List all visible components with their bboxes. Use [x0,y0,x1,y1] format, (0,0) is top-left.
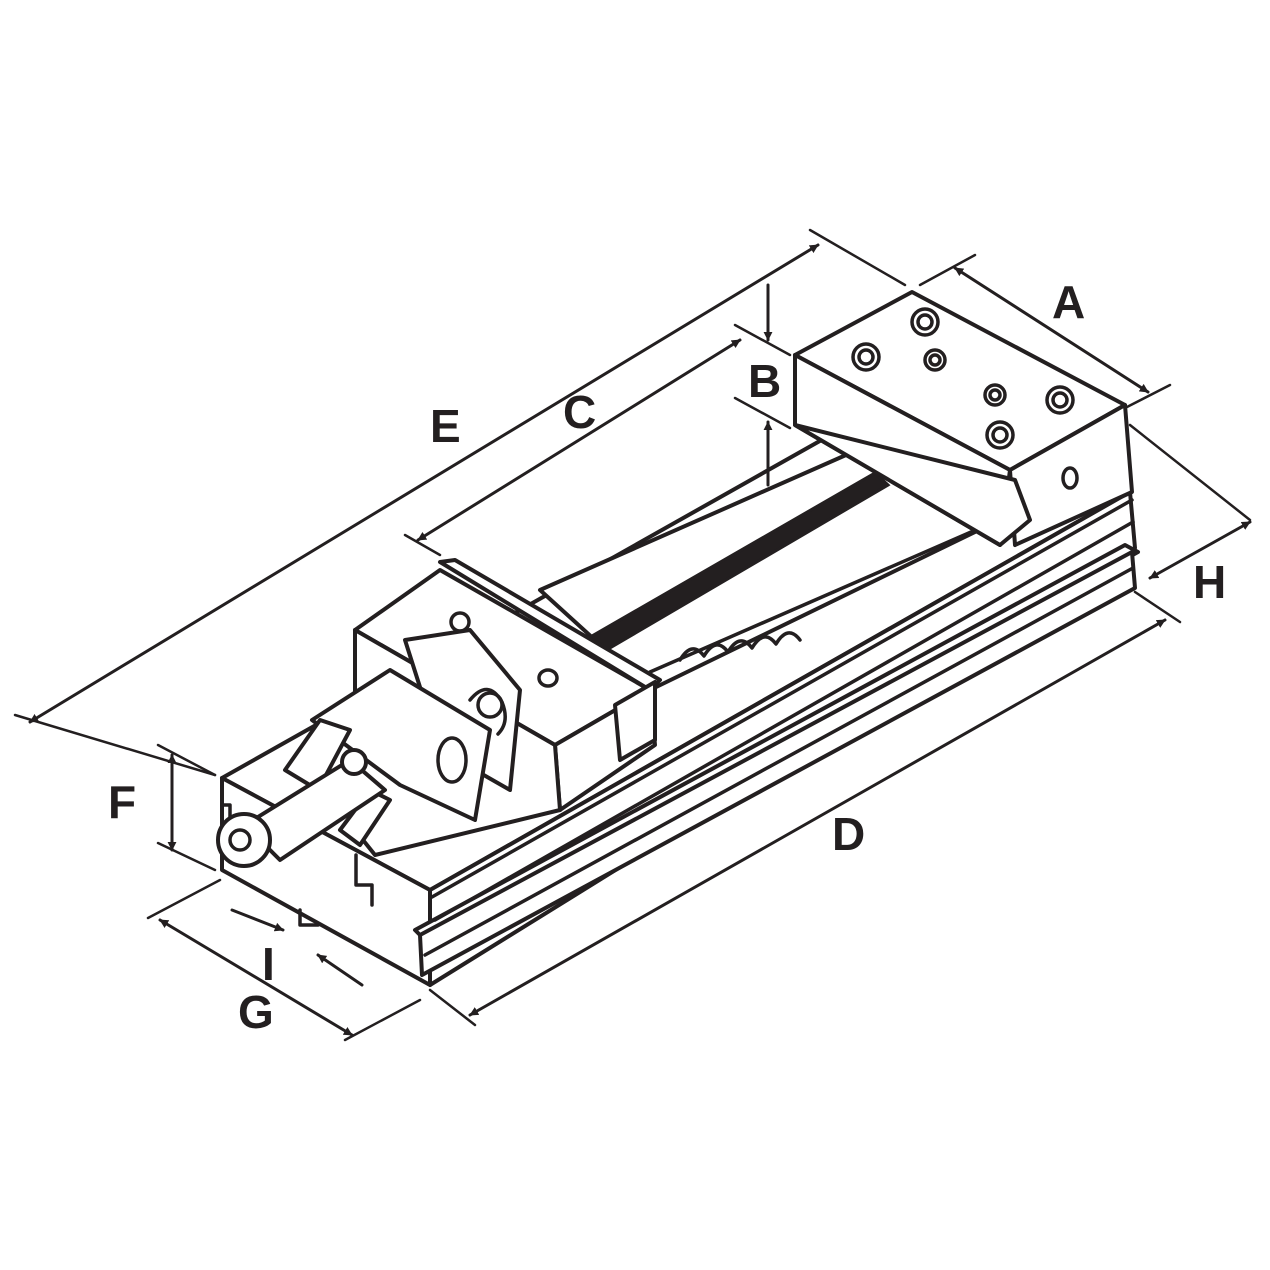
dimensions [13,228,1252,1042]
dimension-g-line [158,918,354,1037]
fixed-jaw [793,290,1134,547]
dimension-labels: A B C D E F G H I [108,276,1226,1038]
dimension-e-line [28,243,820,724]
dimension-a-line [953,266,1150,394]
dimension-h-line [1148,520,1252,580]
dimension-i-arrow-left [230,908,285,932]
label-a: A [1052,276,1085,328]
label-g: G [238,986,274,1038]
label-b: B [748,355,781,407]
label-i: I [262,938,275,990]
dimension-c-line [416,338,742,542]
label-h: H [1193,556,1226,608]
label-e: E [430,400,461,452]
dimension-i-arrow-right [316,953,364,987]
dimension-d-line [468,618,1167,1017]
label-f: F [108,776,136,828]
label-d: D [832,808,865,860]
label-c: C [563,386,596,438]
